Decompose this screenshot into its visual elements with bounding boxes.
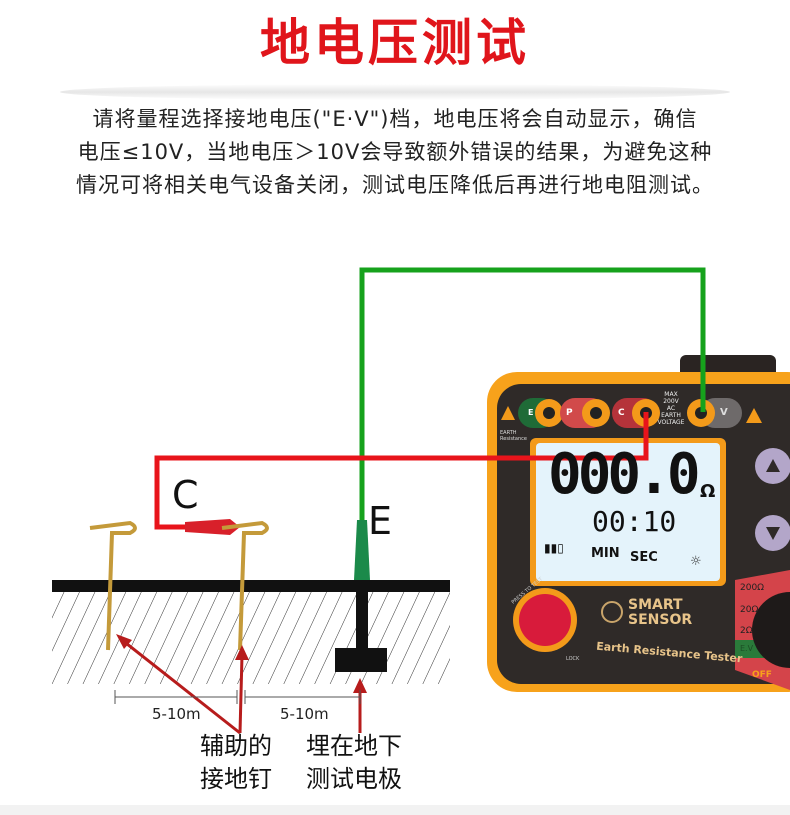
terminal-label-v: V bbox=[720, 407, 728, 418]
test-button bbox=[519, 594, 571, 646]
terminal-e bbox=[518, 398, 563, 428]
note-line: MAX bbox=[664, 391, 678, 398]
range-ev: E.V bbox=[740, 644, 754, 653]
note-line: AC bbox=[666, 405, 676, 412]
warning-icon bbox=[746, 408, 762, 423]
test-electrode bbox=[356, 592, 368, 650]
e-wire bbox=[359, 267, 706, 520]
note-line: EARTH bbox=[661, 412, 681, 419]
c-wire bbox=[154, 412, 649, 530]
brand-line: SENSOR bbox=[628, 612, 693, 628]
terminal-p bbox=[560, 398, 610, 428]
note-line: Resistance bbox=[500, 436, 527, 442]
title-shadow bbox=[60, 84, 730, 100]
range-20: 20Ω bbox=[740, 605, 759, 615]
note-line: VOLTAGE bbox=[657, 419, 685, 426]
aux-stake-2 bbox=[221, 520, 269, 651]
aux-stake-1 bbox=[89, 520, 137, 651]
e-clip bbox=[354, 520, 370, 580]
label-e: E bbox=[368, 499, 393, 543]
bottom-band bbox=[0, 805, 790, 815]
paragraph-line-3: 情况可将相关电气设备关闭，测试电压降低后再进行地电阻测试。 bbox=[76, 173, 714, 197]
warning-icon bbox=[501, 406, 515, 420]
display-timer: 00:10 bbox=[592, 505, 677, 538]
dimension-lines bbox=[114, 690, 361, 704]
lock-label: LOCK bbox=[566, 656, 580, 662]
page-title: 地电压测试 bbox=[260, 14, 530, 72]
distance-1: 5-10m bbox=[152, 705, 201, 723]
backlight-icon: ☼ bbox=[690, 554, 702, 569]
brand-logo-icon bbox=[601, 601, 623, 623]
paragraph-line-1: 请将量程选择接地电压("E·V")档，地电压将会自动显示，确信 bbox=[92, 107, 698, 131]
aux-stake-label-2: 接地钉 bbox=[200, 765, 272, 793]
aux-stake-label-1: 辅助的 bbox=[200, 732, 272, 760]
terminal-label-p: P bbox=[566, 408, 573, 418]
terminal-label-c: C bbox=[618, 408, 625, 418]
display-sec: SEC bbox=[630, 550, 658, 565]
range-2: 2Ω bbox=[740, 626, 753, 636]
distance-2: 5-10m bbox=[280, 705, 329, 723]
electrode-plate bbox=[335, 648, 387, 672]
terminal-note: MAX 200V AC EARTH VOLTAGE bbox=[654, 391, 688, 426]
paragraph-line-2: 电压≤10V，当地电压＞10V会导致额外错误的结果，为避免这种 bbox=[77, 140, 713, 164]
electrode-label-1: 埋在地下 bbox=[306, 732, 402, 760]
battery-icon: ▮▮▯ bbox=[544, 541, 564, 555]
display-min: MIN bbox=[591, 546, 620, 561]
c-clip bbox=[185, 519, 240, 535]
display-unit: Ω bbox=[700, 481, 716, 502]
soil-hatching bbox=[52, 592, 450, 684]
range-off: OFF bbox=[752, 670, 772, 680]
pointer-arrows bbox=[116, 634, 367, 735]
electrode-label-2: 测试电极 bbox=[306, 765, 402, 793]
up-arrow-icon bbox=[766, 459, 780, 472]
ground-surface bbox=[52, 580, 450, 592]
down-arrow-icon bbox=[766, 527, 780, 540]
brand-line: SMART bbox=[628, 597, 683, 613]
range-200: 200Ω bbox=[740, 583, 765, 593]
lcd-display bbox=[536, 443, 720, 581]
earth-resistance-tester bbox=[487, 355, 790, 692]
note-line: EARTH bbox=[500, 430, 517, 436]
label-c: C bbox=[172, 473, 199, 517]
note-line: 200V bbox=[663, 398, 679, 405]
terminal-v bbox=[687, 398, 742, 428]
terminal-label-e: E bbox=[528, 408, 534, 417]
display-main-reading: 000.0 bbox=[548, 442, 701, 507]
